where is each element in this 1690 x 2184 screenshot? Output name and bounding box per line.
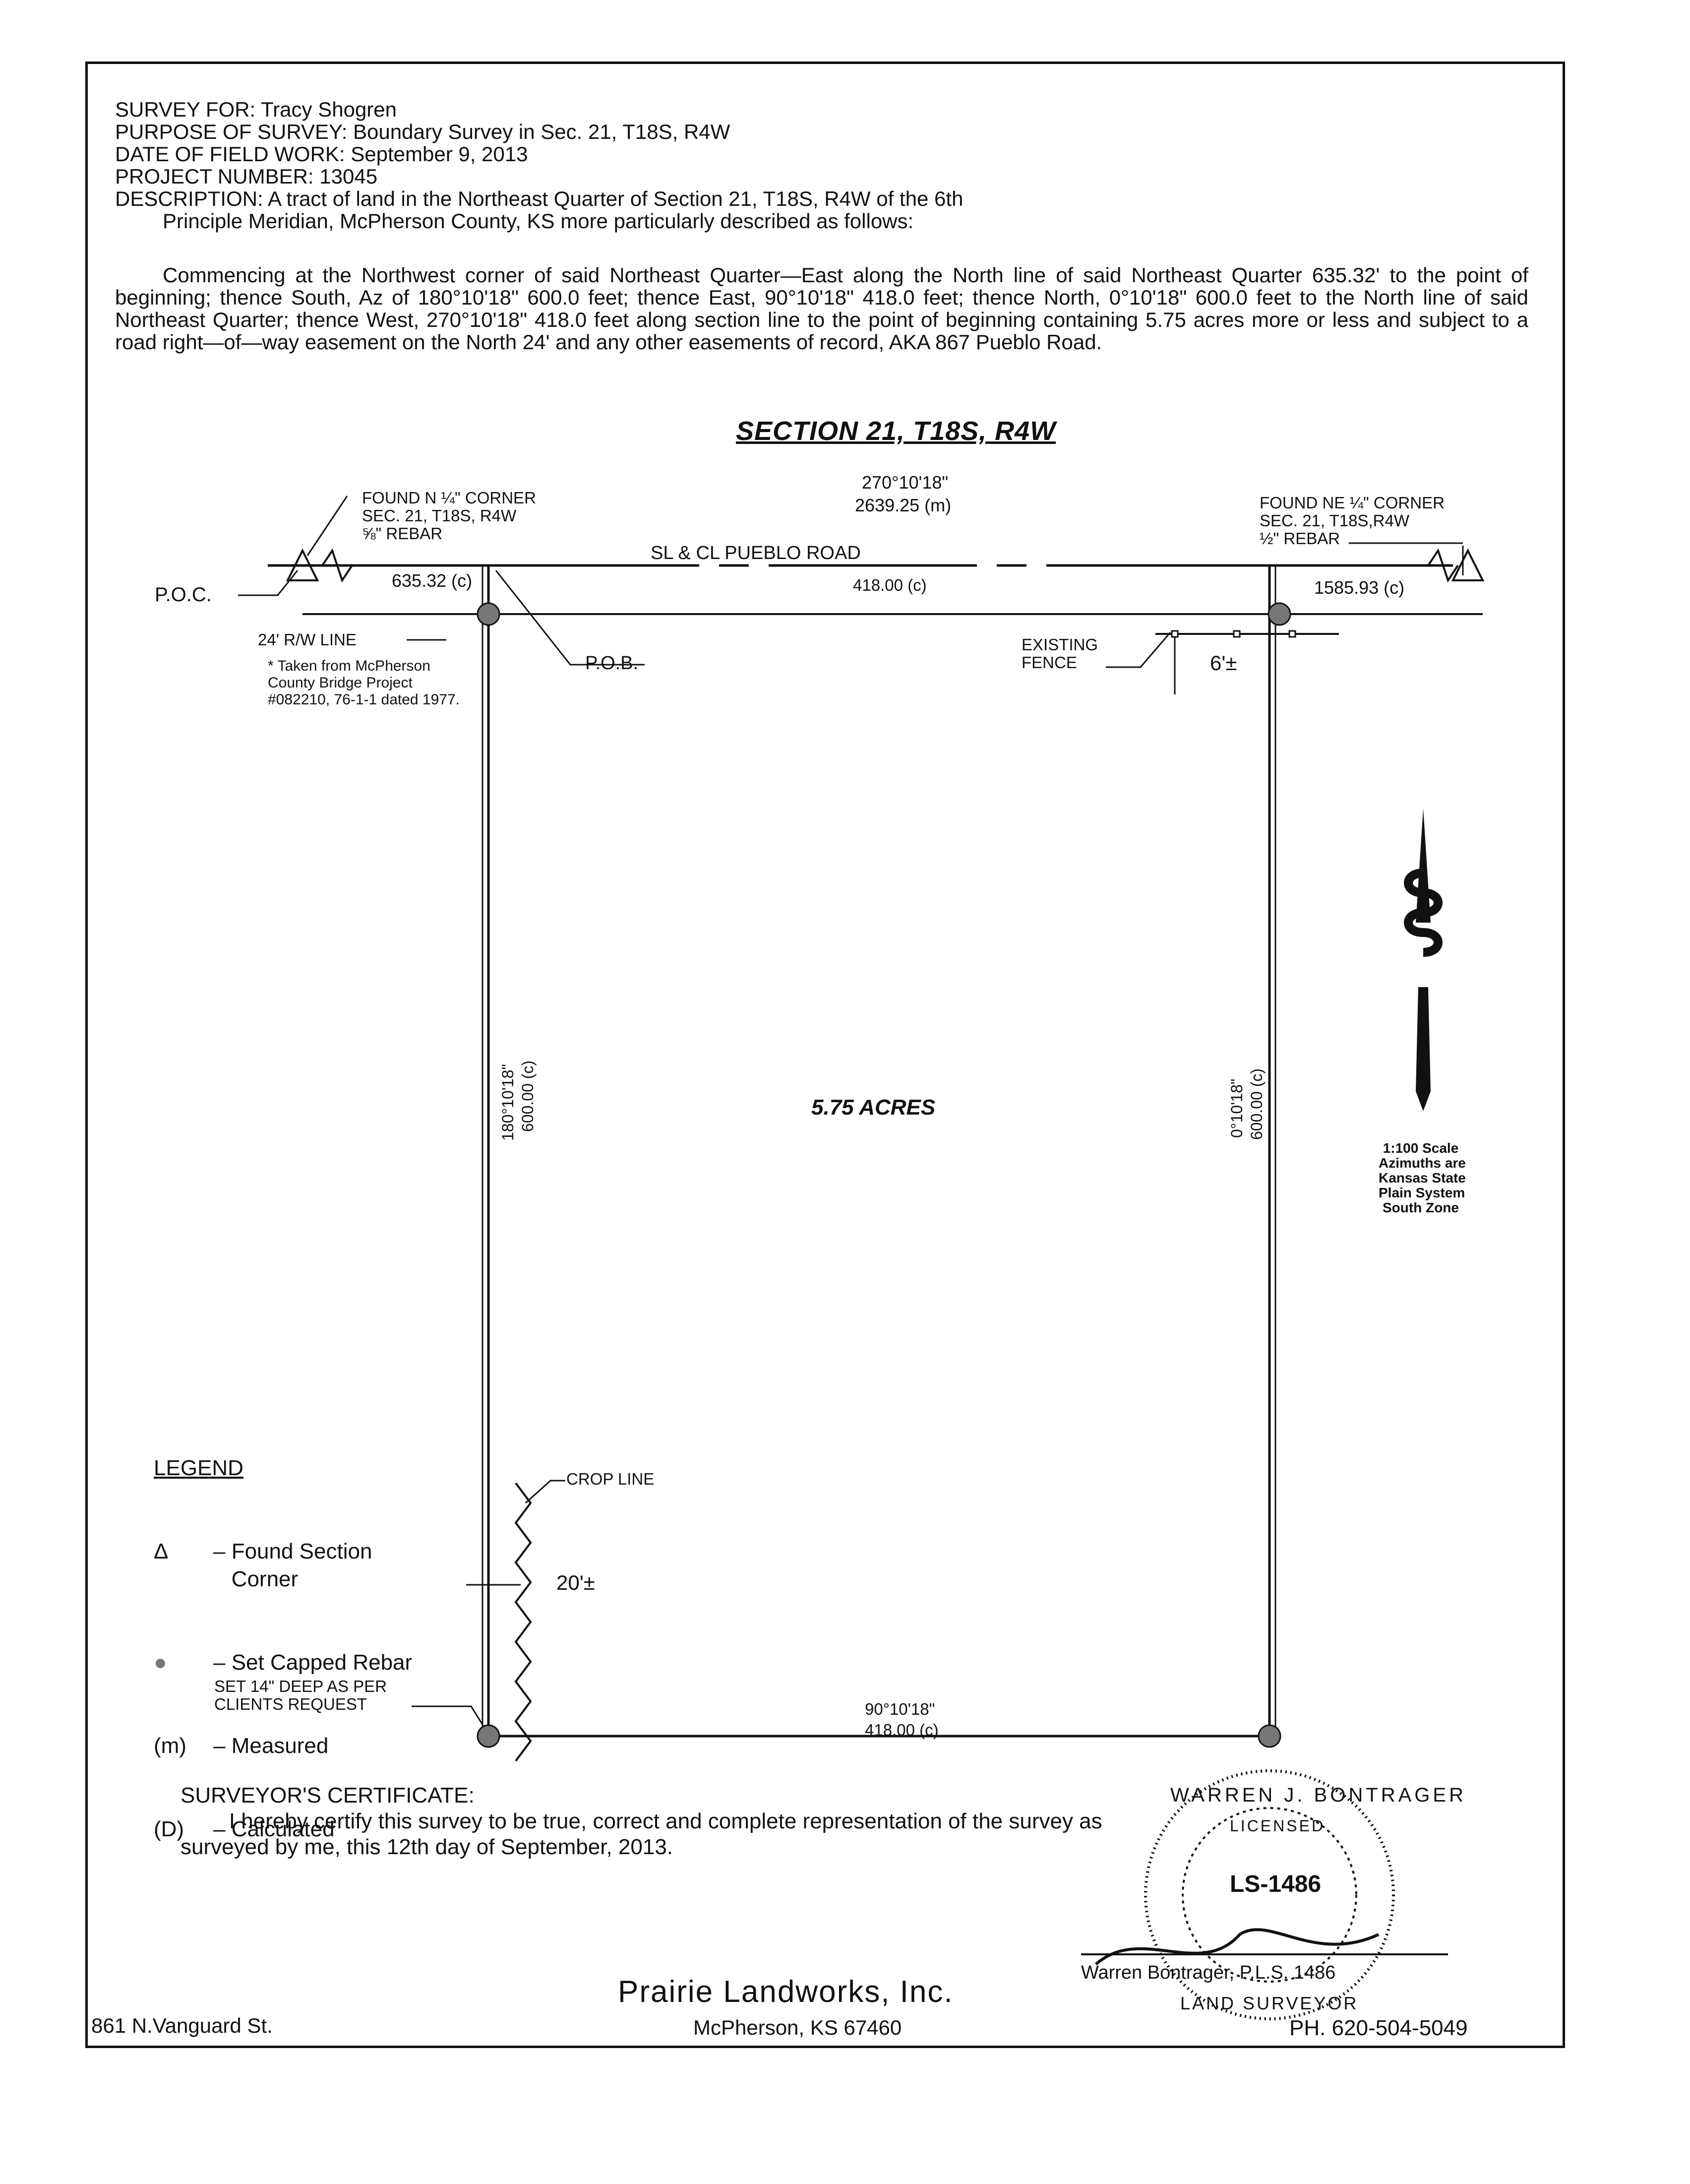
south-distance: 418.00 (c) (865, 1721, 939, 1739)
set-rebar-sw (477, 1724, 500, 1748)
surveyor-certificate: SURVEYOR'S CERTIFICATE: I hereby certify… (181, 1783, 1102, 1860)
fence-offset: 6'± (1210, 651, 1237, 675)
description: DESCRIPTION: A tract of land in the Nort… (115, 187, 964, 210)
company-phone: PH. 620-504-5049 (1289, 2016, 1468, 2040)
date-of-field-work: DATE OF FIELD WORK: September 9, 2013 (115, 142, 528, 166)
leader-crop-line (525, 1480, 565, 1504)
seal-top-text: WARREN J. BONTRAGER (1170, 1784, 1466, 1806)
set-rebar-legend-symbol: ● (154, 1650, 167, 1675)
distance-north: 418.00 (c) (853, 576, 927, 594)
survey-for: SURVEY FOR: Tracy Shogren (115, 98, 397, 121)
section-title: SECTION 21, T18S, R4W (736, 416, 1056, 446)
company-address: 861 N.Vanguard St. (91, 2014, 273, 2037)
leader-poc (238, 570, 299, 596)
found-corner-legend-symbol: Δ (154, 1539, 169, 1563)
calculated-legend-symbol: (D) (154, 1817, 184, 1841)
company-city: McPherson, KS 67460 (693, 2016, 902, 2039)
leader-set-note (412, 1705, 484, 1727)
legend-item-text: – Found Section Corner (213, 1539, 372, 1591)
fence-post (1288, 630, 1296, 638)
crop-line (514, 1482, 532, 1762)
set-rebar-ne (1268, 602, 1291, 626)
leader-pob (495, 570, 645, 666)
leader-fence (1106, 632, 1171, 668)
set-rebar-se (1258, 1724, 1281, 1748)
set-rebar-pob (477, 602, 500, 626)
seal-number: LS-1486 (1230, 1871, 1322, 1897)
measured-legend-symbol: (m) (154, 1734, 186, 1758)
scale-note: 1:100 Scale Azimuths are Kansas State Pl… (1379, 1140, 1466, 1215)
seal-bottom-text: LAND SURVEYOR (1180, 1993, 1359, 2013)
pob-label: P.O.B. (585, 653, 639, 674)
break-mark-west (321, 548, 353, 583)
west-distance: 600.00 (c) (519, 1060, 537, 1132)
break-mark-east (1427, 548, 1459, 583)
rw-note: * Taken from McPherson County Bridge Pro… (268, 658, 460, 708)
fence-post (1233, 630, 1241, 638)
purpose-of-survey: PURPOSE OF SURVEY: Boundary Survey in Se… (115, 120, 730, 143)
legend-item-text: – Set Capped Rebar (213, 1650, 413, 1675)
certificate-title: SURVEYOR'S CERTIFICATE: (181, 1783, 475, 1808)
legend-item: (D) – Calculated (154, 1815, 412, 1843)
leader-found-n (306, 496, 348, 556)
signature (1095, 1928, 1380, 1966)
crop-offset: 20'± (556, 1571, 595, 1594)
surveyor-seal (1081, 1769, 1448, 2020)
legal-description: Commencing at the Northwest corner of sa… (115, 263, 1528, 354)
legend-item: (m) – Measured (154, 1732, 412, 1760)
south-bearing: 90°10'18" (865, 1700, 935, 1718)
set-rebar-note: SET 14" DEEP AS PER CLIENTS REQUEST (214, 1677, 387, 1713)
legend-item-text: – Calculated (213, 1817, 335, 1841)
found-n-corner-label: FOUND N ¼" CORNER SEC. 21, T18S, R4W ⅝" … (362, 489, 536, 543)
project-number: PROJECT NUMBER: 13045 (115, 165, 378, 188)
top-bearing: 270°10'18" (862, 472, 949, 493)
found-ne-corner-label: FOUND NE ¼" CORNER SEC. 21, T18S,R4W ½" … (1260, 494, 1445, 548)
property-boundary (487, 565, 1271, 1738)
legend-item: ● – Set Capped Rebar (154, 1649, 412, 1677)
poc-label: P.O.C. (155, 584, 212, 606)
crop-line-label: CROP LINE (566, 1470, 655, 1488)
legend-title: LEGEND (154, 1456, 243, 1480)
east-distance: 600.00 (c) (1248, 1068, 1266, 1140)
surveyor-signature-line: Warren Bontrager, P.L.S. 1486 (1081, 1962, 1336, 1983)
rw-line-label: 24' R/W LINE (258, 630, 357, 649)
top-distance: 2639.25 (m) (855, 495, 952, 515)
company-name: Prairie Landworks, Inc. (618, 1975, 954, 2009)
acreage-label: 5.75 ACRES (811, 1095, 936, 1120)
fence-label: EXISTING FENCE (1022, 635, 1098, 672)
page-border (85, 62, 1565, 2048)
certificate-text: I hereby certify this survey to be true,… (181, 1809, 1102, 1859)
seal-middle-text: LICENSED (1230, 1817, 1326, 1835)
road-label: SL & CL PUEBLO ROAD (651, 543, 861, 563)
distance-west: 635.32 (c) (392, 570, 473, 591)
legend-item: Δ – Found Section Corner (154, 1538, 412, 1593)
fence-post (1171, 630, 1179, 638)
found-corner-ne-triangle (1451, 548, 1485, 581)
description-continued: Principle Meridian, McPherson County, KS… (163, 209, 914, 233)
east-bearing: 0°10'18" (1228, 1078, 1246, 1138)
found-corner-north-triangle (286, 548, 319, 581)
legend-item-text: – Measured (213, 1734, 329, 1758)
west-bearing: 180°10'18" (499, 1064, 517, 1141)
north-arrow (1404, 809, 1443, 1111)
legend: LEGEND Δ – Found Section Corner ● – Set Ca… (154, 1399, 412, 1871)
distance-east: 1585.93 (c) (1314, 577, 1405, 598)
